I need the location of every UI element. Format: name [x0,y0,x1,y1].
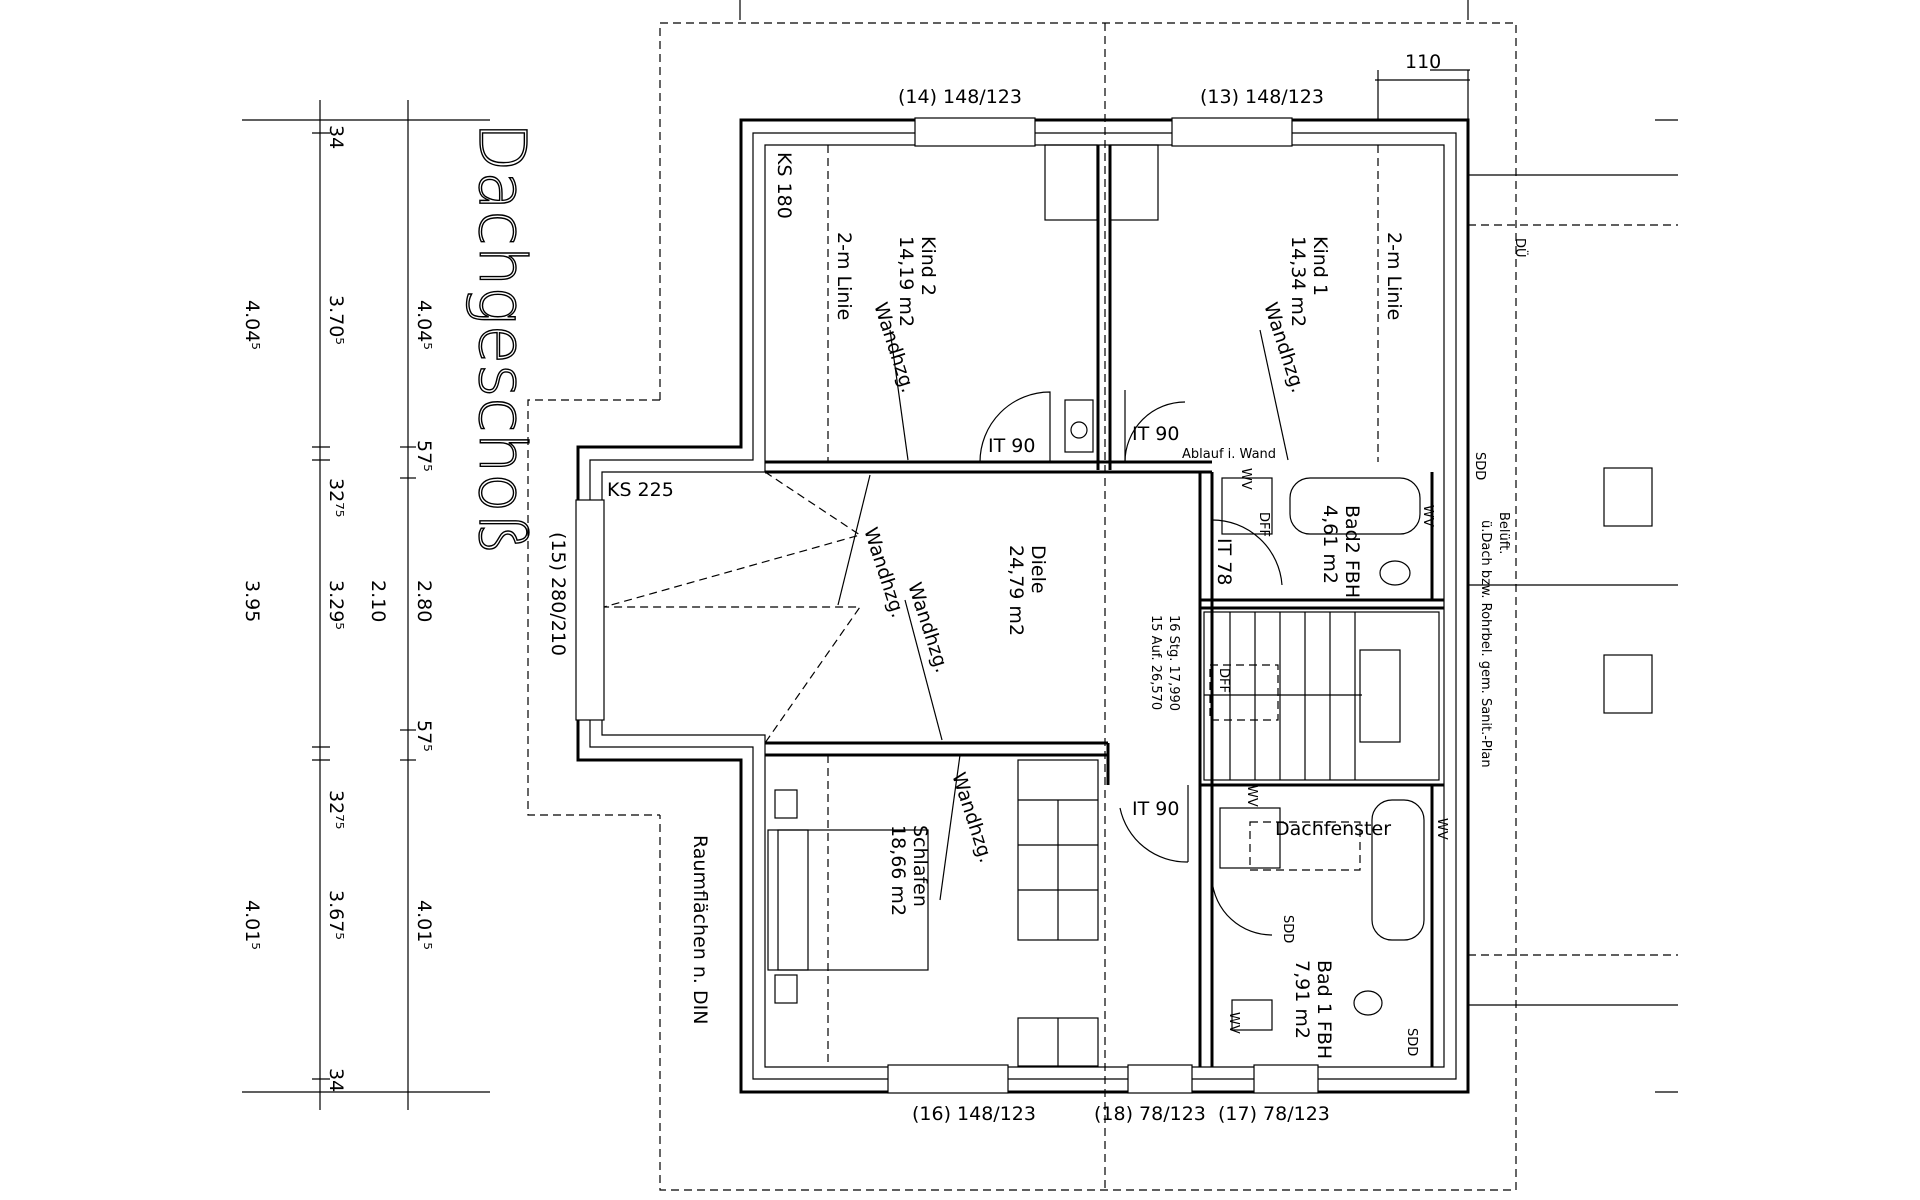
room-kind2-area: 14,19 m2 [895,236,917,327]
window-18 [1127,1064,1193,1094]
dim-col1-1: 4.04⁵ [241,300,263,350]
window-label-14: (14) 148/123 [898,86,1022,108]
label-wandhzg-5: Wandhzg. [947,770,997,866]
dimension-lines [242,100,490,1110]
dim-col2-7: 34 [325,1068,347,1092]
diele-guide-lines [603,471,862,744]
label-wv-3: WV [1244,785,1259,807]
label-sdd-2: SDD [1280,915,1295,943]
label-wandhzg-3: Wandhzg. [859,525,909,621]
room-schlafen-name: Schlafen [909,825,931,907]
room-diele-area: 24,79 m2 [1005,545,1027,636]
dim-col2b: 2.10 [367,580,389,622]
bath-fixtures [1064,399,1425,1031]
room-bad1-area: 7,91 m2 [1291,960,1313,1039]
dim-col1-3: 4.01⁵ [241,900,263,950]
window-15 [575,499,605,721]
dim-col2-3: 32⁷⁵ [325,478,347,517]
label-stairs-2: 15 Auf. 26,570 [1148,615,1163,710]
label-wv-5: WV [1226,1012,1241,1034]
label-2m-linie-left: 2-m Linie [833,232,855,320]
label-2m-linie-right: 2-m Linie [1383,232,1405,320]
label-it90-kind1: IT 90 [1132,423,1179,445]
label-sdd-1: SDD [1472,452,1487,480]
wardrobe [1017,759,1099,1067]
roof-outline [527,0,1517,1191]
room-diele-name: Diele [1027,545,1049,594]
label-raumflaechen: Raumflächen n. DIN [689,835,711,1024]
label-it90-kind2: IT 90 [988,435,1035,457]
window-13 [1171,117,1293,147]
drawing-title: Dachgeschoß [464,122,538,556]
window-label-15: (15) 280/210 [547,532,569,656]
dim-110: 110 [1405,51,1441,73]
dim-col2-2: 3.70⁵ [325,295,347,345]
window-14 [914,117,1036,147]
label-wv-1: WV [1238,468,1253,490]
room-kind2-name: Kind 2 [917,236,939,296]
dim-col3-5: 4.01⁵ [413,900,435,950]
dim-col2-4: 3.29⁵ [325,580,347,630]
shaft-left [1044,144,1098,221]
label-stairs-1: 16 Stg. 17,990 [1166,615,1181,711]
label-it90-schlafen: IT 90 [1132,798,1179,820]
label-wandhzg-4: Wandhzg. [903,580,953,676]
label-ks180: KS 180 [773,152,795,219]
window-16 [887,1064,1009,1094]
window-label-16: (16) 148/123 [912,1103,1036,1125]
doors [979,390,1283,936]
window-label-13: (13) 148/123 [1200,86,1324,108]
window-label-17: (17) 78/123 [1218,1103,1330,1125]
label-dff-2: DFF [1216,668,1231,693]
dim-col2-5: 32⁷⁵ [325,790,347,829]
dim-col3-1: 4.04⁵ [413,300,435,350]
label-sdd-3: SDD [1404,1028,1419,1056]
label-ks225: KS 225 [607,479,674,501]
dim-col2-1: 34 [325,125,347,149]
label-beluft-2: ü.Dach bzw. Rohrbel. gem. Sanit.-Plan [1478,520,1493,768]
label-wv-4: WV [1434,818,1449,840]
label-beluft-1: Belüft. [1496,512,1511,554]
interior-walls [765,145,1444,1067]
dim-col3-3: 2.80 [413,580,435,622]
label-it78: IT 78 [1213,538,1235,585]
bed [767,789,929,1004]
dim-col3-4: 57⁵ [413,720,435,752]
label-du: DÜ [1512,238,1529,258]
label-ablauf: Ablauf i. Wand [1182,447,1276,462]
dim-col1-2: 3.95 [241,580,263,622]
label-dachfenster: Dachfenster [1275,818,1391,840]
exterior-walls [576,118,1470,1094]
staircase [1203,611,1440,781]
dim-col3-2: 57⁵ [413,440,435,472]
roof-elements [1375,69,1678,1093]
window-label-18: (18) 78/123 [1094,1103,1206,1125]
dim-col2-6: 3.67⁵ [325,890,347,940]
label-wv-2: WV [1420,505,1435,527]
room-kind1-name: Kind 1 [1309,236,1331,296]
room-bad2-name: Bad2 FBH [1341,505,1363,598]
room-bad2-area: 4,61 m2 [1319,505,1341,584]
window-17 [1253,1064,1319,1094]
windows [575,117,1319,1094]
shaft-right [1109,144,1159,221]
room-bad1-name: Bad 1 FBH [1313,960,1335,1059]
wandhzg-arrows [837,329,1289,901]
room-schlafen-area: 18,66 m2 [887,825,909,916]
room-kind1-area: 14,34 m2 [1287,236,1309,327]
label-dff-1: DFF [1256,512,1271,537]
